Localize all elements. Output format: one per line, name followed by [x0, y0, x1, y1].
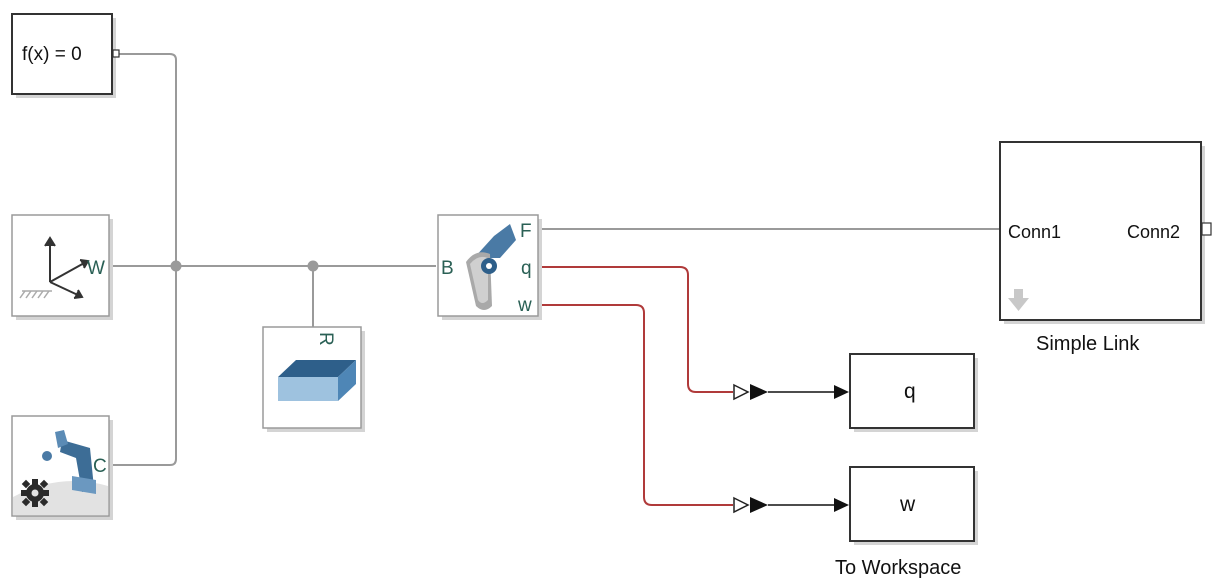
revolute-joint-block[interactable]: B F q w: [437, 214, 542, 320]
world-port-label: W: [87, 258, 105, 279]
simple-link-subsystem[interactable]: Conn1 Conn2: [999, 141, 1212, 324]
revolute-joint-icon: [466, 224, 516, 310]
solid-port-label: R: [315, 332, 336, 346]
down-arrow-icon: [1008, 289, 1029, 311]
mechanism-configuration-block[interactable]: C: [11, 415, 113, 520]
to-workspace-caption: To Workspace: [835, 557, 961, 578]
brick-solid-block[interactable]: R: [262, 326, 365, 432]
line-q-signal[interactable]: [540, 266, 733, 393]
conn1-port-label: Conn1: [1008, 222, 1061, 242]
to-workspace-q-label: q: [904, 380, 916, 403]
joint-port-b-label: B: [441, 258, 454, 279]
joint-port-q-label: q: [521, 258, 532, 279]
line-config-to-bus[interactable]: [112, 266, 177, 466]
joint-port-w-label: w: [517, 295, 532, 316]
conn2-port[interactable]: [1201, 222, 1212, 236]
config-port-label: C: [93, 456, 107, 477]
world-frame-block[interactable]: W: [11, 214, 113, 320]
ps-simulink-converter-q[interactable]: [733, 383, 849, 401]
world-frame-icon: [19, 236, 90, 299]
physical-connections: [112, 53, 1000, 466]
solver-port[interactable]: [112, 49, 120, 58]
ps-simulink-converter-w[interactable]: [733, 496, 849, 514]
branch-dot: [170, 260, 182, 272]
solver-configuration-block[interactable]: f(x) = 0: [11, 13, 120, 98]
signal-connections: [540, 266, 733, 506]
conn2-port-label: Conn2: [1127, 222, 1180, 242]
to-workspace-w-label: w: [899, 493, 916, 516]
gear-icon: [21, 479, 49, 507]
branch-dot: [307, 260, 319, 272]
solver-label: f(x) = 0: [22, 44, 82, 65]
to-workspace-q-block[interactable]: q: [849, 353, 978, 432]
line-solver-to-bus[interactable]: [118, 53, 177, 266]
joint-port-f-label: F: [520, 221, 532, 242]
line-w-signal[interactable]: [540, 304, 733, 506]
robot-arm-icon: [42, 430, 96, 494]
brick-icon: [278, 360, 356, 401]
simple-link-caption: Simple Link: [1036, 333, 1140, 355]
to-workspace-w-block[interactable]: w: [849, 466, 978, 545]
